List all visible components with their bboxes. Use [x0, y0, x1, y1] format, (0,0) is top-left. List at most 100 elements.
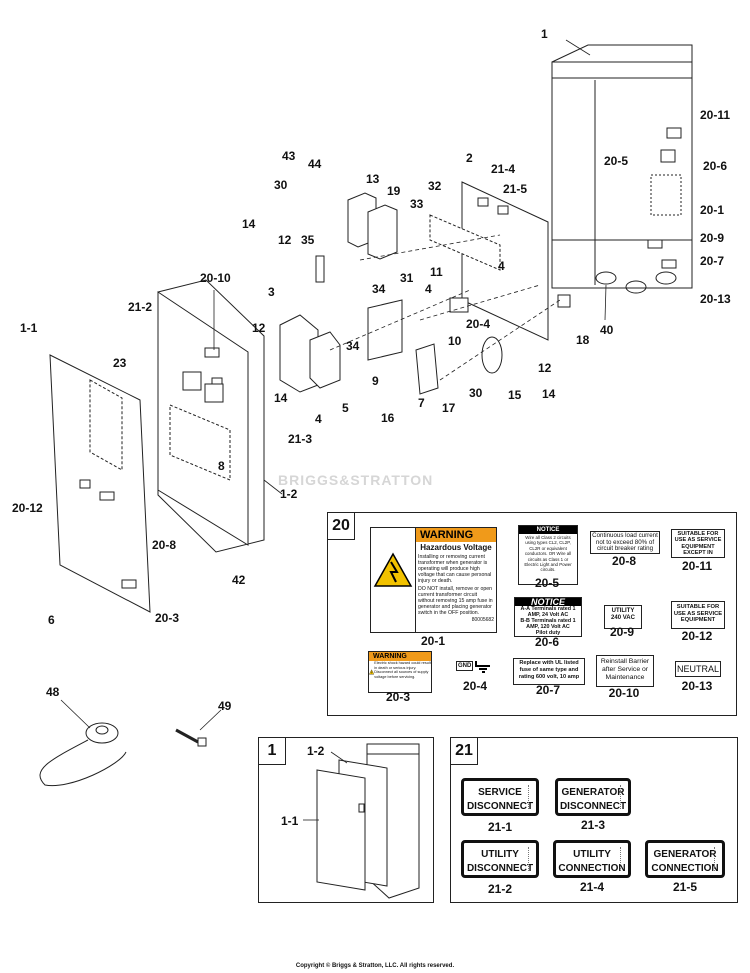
label-caption: 21-3 [580, 818, 606, 832]
callout-15: 15 [508, 388, 522, 402]
transfer-switch-contactor [279, 314, 341, 393]
callout-20-7: 20-7 [700, 254, 724, 268]
callout-20-3: 20-3 [155, 611, 179, 625]
front-door [157, 279, 265, 553]
decal-20-4-ground: GND [456, 659, 492, 675]
callout-20-8: 20-8 [152, 538, 176, 552]
warning-code: 80005682 [471, 617, 494, 623]
fuse-holder [415, 343, 439, 395]
enclosure [551, 44, 693, 294]
callout-14: 14 [242, 217, 256, 231]
callout-21-2: 21-2 [128, 300, 152, 314]
callout-40: 40 [600, 323, 614, 337]
label-line-2: CONNECTION [558, 863, 626, 874]
label-line-1: UTILITY [481, 849, 519, 860]
label-generator-disconnect: GENERATOR DISCONNECT [555, 778, 631, 816]
callout-30: 30 [469, 386, 483, 400]
callout-14: 14 [542, 387, 556, 401]
callout-4: 4 [315, 412, 322, 426]
callout-30: 30 [274, 178, 288, 192]
decal-caption: 20-11 [681, 559, 713, 573]
decal-caption: 20-8 [611, 554, 637, 568]
electric-shock-warning-icon [369, 669, 375, 675]
decal-20-6-notice: NOTICE A-A Terminals rated 1 AMP, 24 Vol… [514, 597, 582, 637]
decal-caption: 20-6 [534, 635, 560, 649]
warning-title: Hazardous Voltage [420, 543, 492, 552]
callout-20-12: 20-12 [12, 501, 43, 515]
label-utility-connection: UTILITY CONNECTION [553, 840, 631, 878]
decal-caption: 20-3 [385, 690, 411, 704]
warning-header: WARNING [416, 528, 496, 542]
decal-20-3-warning: WARNING Electric shock hazard could resu… [368, 651, 432, 693]
box-number: 20 [328, 513, 355, 540]
label-line-2: DISCONNECT [466, 801, 534, 812]
callout-12: 12 [252, 321, 266, 335]
terminal-block [315, 255, 325, 283]
callout-35: 35 [301, 233, 315, 247]
enclosure-kit-drawing [303, 743, 420, 899]
decal-20-12: SUITABLE FOR USE AS SERVICE EQUIPMENT [671, 601, 725, 629]
callout-13: 13 [366, 172, 380, 186]
callout-9: 9 [372, 374, 379, 388]
label-caption: 21-2 [487, 882, 513, 896]
callout-49: 49 [218, 699, 232, 713]
ground-symbol-icon [475, 661, 490, 673]
notice-text: Wire all Class 2 circuits using types CL… [524, 535, 572, 573]
callout-19: 19 [387, 184, 401, 198]
decal-20-9: UTILITY 240 VAC [604, 605, 642, 629]
callout-48: 48 [46, 685, 60, 699]
decal-20-7: Replace with UL listed fuse of same type… [513, 658, 585, 685]
callout-20-5: 20-5 [604, 154, 628, 168]
label-line-2: DISCONNECT [466, 863, 534, 874]
box-number: 1 [259, 738, 286, 765]
box-number: 21 [451, 738, 478, 765]
switch-label-kit-box: 21 SERVICE DISCONNECT 21-1 GENERATOR DIS… [450, 737, 738, 903]
decal-text: Reinstall Barrier after Service or Maint… [600, 658, 650, 681]
decal-caption: 20-1 [420, 634, 446, 648]
decal-caption: 20-10 [608, 686, 640, 700]
watermark: BRIGGS&STRATTON [278, 472, 434, 488]
callout-23: 23 [113, 356, 127, 370]
decal-kit-box: 20 WARNING Hazardous Voltage Installing … [327, 512, 737, 716]
label-caption: 21-1 [487, 820, 513, 834]
decal-text: Replace with UL listed fuse of same type… [518, 660, 580, 680]
decal-20-11: SUITABLE FOR USE AS SERVICE EQUIPMENT EX… [671, 529, 725, 558]
electric-shock-warning-icon [373, 552, 413, 587]
callout-1-2: 1-2 [307, 744, 325, 758]
decal-20-8: Continuous load current not to exceed 80… [590, 531, 660, 554]
warning-paragraph-1: Installing or removing current transform… [418, 554, 492, 584]
callout-10: 10 [448, 334, 462, 348]
callout-44: 44 [308, 157, 322, 171]
neutral-lugs [449, 297, 469, 313]
decal-20-13: NEUTRAL [675, 661, 721, 677]
callout-18: 18 [576, 333, 590, 347]
callout-5: 5 [342, 401, 349, 415]
enclosure-kit-box: 1 1-2 1-1 [258, 737, 434, 903]
callout-11: 11 [430, 265, 443, 279]
callout-12: 12 [278, 233, 292, 247]
callout-20-6: 20-6 [703, 159, 727, 173]
decal-caption: 20-7 [535, 683, 561, 697]
decal-text: Continuous load current not to exceed 80… [592, 532, 658, 553]
label-line-1: SERVICE [478, 787, 522, 798]
decal-text: SUITABLE FOR USE AS SERVICE EQUIPMENT [673, 604, 723, 624]
decal-caption: 20-12 [681, 629, 713, 643]
callout-34: 34 [346, 339, 360, 353]
callout-20-10: 20-10 [200, 271, 231, 285]
label-line-1: GENERATOR [653, 849, 717, 860]
label-line-1: GENERATOR [561, 787, 625, 798]
callout-20-11: 20-11 [700, 108, 730, 122]
control-board [367, 299, 403, 361]
warning-paragraph-2: DO NOT install, remove or open current t… [418, 586, 493, 616]
callout-33: 33 [410, 197, 424, 211]
callout-43: 43 [282, 149, 296, 163]
label-service-disconnect: SERVICE DISCONNECT [461, 778, 539, 816]
current-transformer [39, 722, 127, 787]
ground-lug [557, 294, 571, 308]
copyright-footer: Copyright © Briggs & Stratton, LLC. All … [295, 963, 455, 969]
label-generator-connection: GENERATOR CONNECTION [645, 840, 725, 878]
decal-20-10: Reinstall Barrier after Service or Maint… [596, 655, 654, 687]
label-caption: 21-5 [672, 880, 698, 894]
decal-text: NEUTRAL [676, 664, 719, 674]
